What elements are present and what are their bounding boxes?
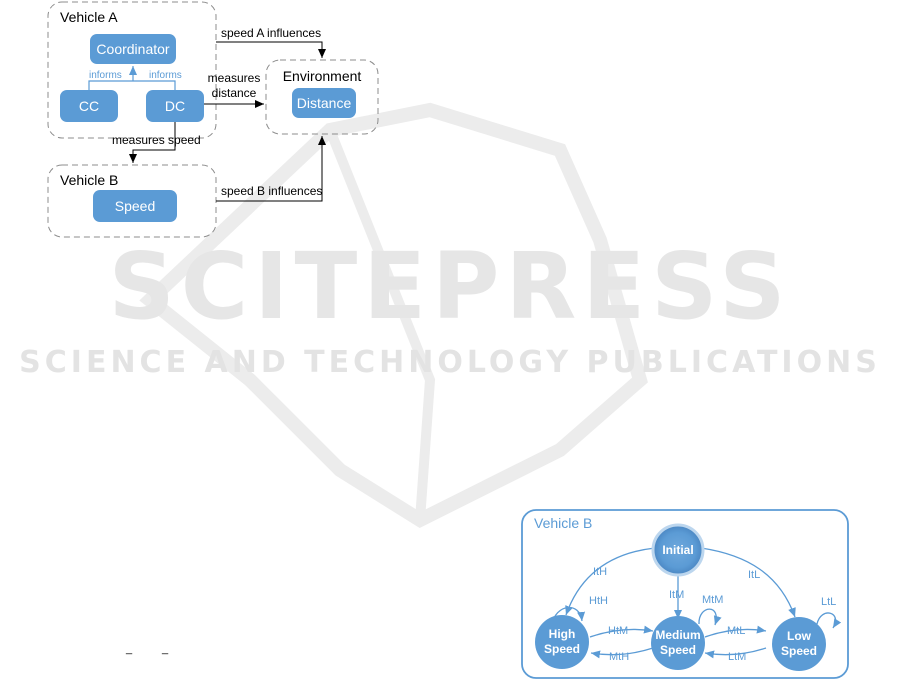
measures-distance-label-1: measures	[208, 71, 261, 85]
speed-a-influences-edge	[216, 42, 322, 58]
state-low-label-1: Low	[787, 629, 812, 643]
measures-distance-label-2: distance	[212, 86, 257, 100]
speed-b-influences-label: speed B influences	[221, 184, 322, 198]
vehicle-b-title: Vehicle B	[60, 172, 118, 188]
coordinator-label: Coordinator	[96, 41, 169, 57]
stray-mark-b: _	[161, 643, 169, 655]
state-low-label-2: Speed	[781, 644, 817, 658]
measures-speed-label: measures speed	[112, 133, 201, 147]
cc-label: CC	[79, 98, 99, 114]
state-high-label-1: High	[549, 627, 576, 641]
transition-MtM	[699, 609, 716, 625]
state-medium-label-1: Medium	[655, 628, 700, 642]
informs-left-label: informs	[89, 70, 122, 81]
speed-a-influences-label: speed A influences	[221, 26, 321, 40]
watermark-brand: SCITEPRESS	[108, 233, 791, 340]
environment-title: Environment	[283, 68, 362, 84]
state-medium-label-2: Speed	[660, 643, 696, 657]
top-diagram: Vehicle A Coordinator CC DC informs info…	[48, 2, 378, 237]
transition-ItH	[566, 548, 655, 615]
label-LtM: LtM	[728, 651, 746, 663]
label-ItH: ItH	[593, 566, 607, 578]
speed-label: Speed	[115, 198, 155, 214]
state-machine-title: Vehicle B	[534, 515, 592, 531]
label-HtM: HtM	[608, 625, 628, 637]
label-HtH: HtH	[589, 595, 608, 607]
transition-ItL	[701, 548, 795, 617]
label-MtH: MtH	[609, 651, 629, 663]
dc-label: DC	[165, 98, 185, 114]
state-high-label-2: Speed	[544, 642, 580, 656]
label-ItM: ItM	[669, 589, 684, 601]
watermark: SCITEPRESS SCIENCE AND TECHNOLOGY PUBLIC…	[19, 110, 881, 520]
informs-connector	[89, 81, 175, 90]
state-initial-label: Initial	[662, 543, 693, 557]
distance-label: Distance	[297, 95, 352, 111]
vehicle-a-title: Vehicle A	[60, 9, 118, 25]
label-ItL: ItL	[748, 569, 760, 581]
watermark-tagline: SCIENCE AND TECHNOLOGY PUBLICATIONS	[19, 345, 881, 380]
stray-mark-a: _	[125, 643, 133, 655]
label-LtL: LtL	[821, 596, 836, 608]
transition-LtL	[817, 613, 836, 628]
label-MtL: MtL	[727, 625, 745, 637]
label-MtM: MtM	[702, 594, 723, 606]
informs-right-label: informs	[149, 70, 182, 81]
state-machine: Vehicle B ItH ItM ItL HtH MtM LtL HtM Mt…	[522, 510, 848, 678]
